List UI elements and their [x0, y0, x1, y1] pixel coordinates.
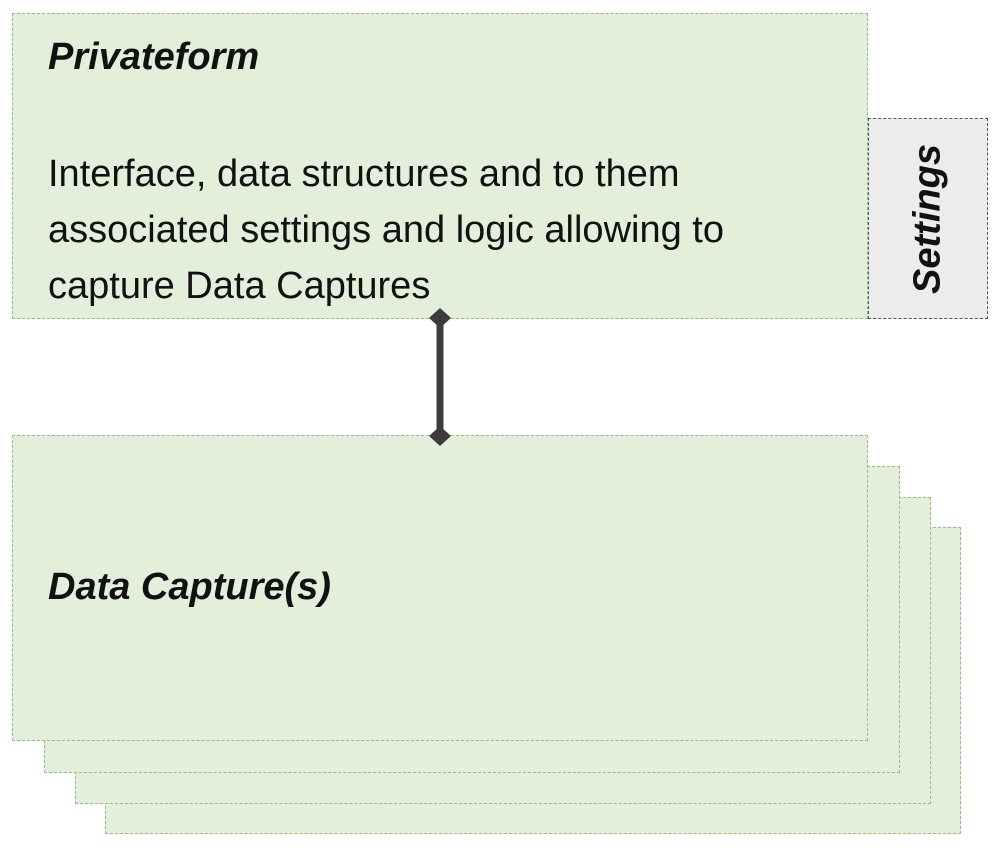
privateform-box: Privateform Interface, data structures a… [12, 13, 868, 319]
settings-label: Settings [906, 143, 949, 294]
privateform-description: Interface, data structures and to them a… [48, 153, 724, 307]
settings-box: Settings [868, 118, 988, 319]
privateform-title: Privateform [48, 36, 260, 78]
data-capture-title: Data Capture(s) [48, 566, 331, 608]
data-capture-box: Data Capture(s) [12, 435, 868, 741]
